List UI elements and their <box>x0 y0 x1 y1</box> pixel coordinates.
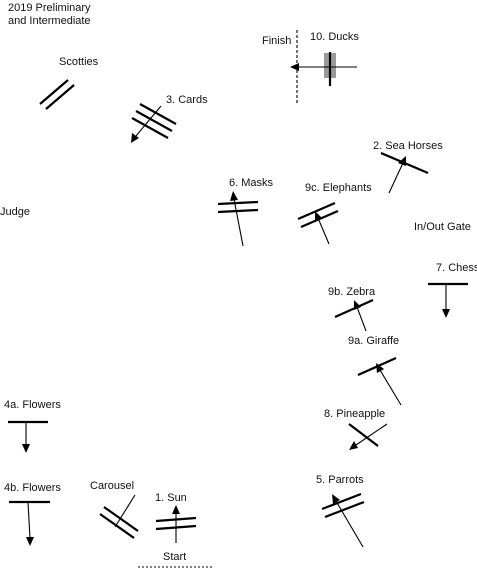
arrow-pineapple <box>349 423 388 450</box>
label-masks: 6. Masks <box>229 177 274 189</box>
label-giraffe: 9a. Giraffe <box>348 335 400 347</box>
arrow-masks <box>230 191 244 247</box>
label-parrots: 5. Parrots <box>316 474 364 486</box>
label-carousel: Carousel <box>90 480 135 492</box>
label-cards: 3. Cards <box>166 94 208 106</box>
arrow-chess <box>442 284 450 318</box>
label-sun: 1. Sun <box>155 492 187 504</box>
label-finish: Finish <box>262 35 292 47</box>
obstacle-carousel <box>99 506 139 539</box>
arrow-sea-horses <box>388 156 406 194</box>
label-sea-horses: 2. Sea Horses <box>373 140 443 152</box>
course-title-line2: and Intermediate <box>8 15 91 27</box>
arrow-giraffe <box>376 363 402 406</box>
label-start: Start <box>163 551 187 563</box>
obstacle-cards <box>131 103 177 139</box>
obstacle-masks <box>217 200 259 214</box>
arrow-elephants <box>315 211 330 245</box>
arrow-sun <box>172 505 180 543</box>
label-flowers-a: 4a. Flowers <box>4 399 61 411</box>
arrow-flowers-a <box>22 422 30 453</box>
label-zebra: 9b. Zebra <box>328 286 376 298</box>
label-pineapple: 8. Pineapple <box>324 408 386 420</box>
label-elephants: 9c. Elephants <box>305 182 372 194</box>
label-ducks: 10. Ducks <box>310 31 359 43</box>
label-scotties: Scotties <box>59 56 99 68</box>
label-chess: 7. Chess <box>436 262 477 274</box>
course-title-line1: 2019 Preliminary <box>8 2 91 14</box>
obstacle-parrots <box>321 492 365 519</box>
obstacle-scotties <box>39 79 75 110</box>
label-judge: Judge <box>0 206 30 218</box>
arrow-ducks <box>290 63 357 71</box>
label-flowers-b: 4b. Flowers <box>4 482 61 494</box>
label-in-out-gate: In/Out Gate <box>414 221 471 233</box>
carousel-pole <box>114 494 136 528</box>
arrow-flowers-b <box>26 501 34 546</box>
obstacle-pineapple <box>348 423 379 447</box>
arrow-zebra <box>354 300 367 332</box>
arrow-parrots <box>332 494 364 548</box>
arrow-cards <box>131 105 162 143</box>
